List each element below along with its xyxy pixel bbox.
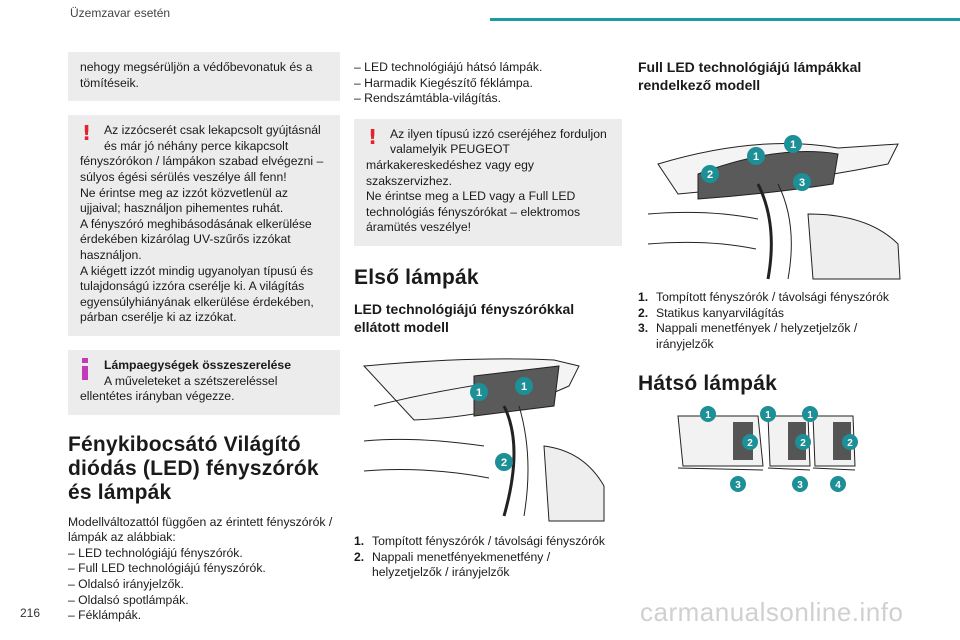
rear-callout: 3 (797, 480, 803, 491)
list-item: – LED technológiájú hátsó lámpák. (354, 60, 543, 74)
list-item: – Harmadik Kiegészítő féklámpa. (354, 75, 533, 90)
warning-box-led: ! Az ilyen típusú izzó cseréjéhez fordul… (354, 118, 622, 246)
svg-text:2: 2 (707, 169, 713, 181)
running-header: Üzemzavar esetén (70, 6, 171, 20)
warning-box-bulbs: ! Az izzócserét csak lekapcsolt gyújtásn… (68, 115, 340, 336)
list-item: – Féklámpák. (68, 608, 142, 623)
callout-1b: 1 (784, 135, 802, 153)
legend-item: 2.Nappali menetfényekmenetfény / helyzet… (354, 549, 551, 580)
header-accent-bar (490, 18, 960, 21)
column-left: nehogy megsérüljön a védőbevonatuk és a … (68, 52, 340, 624)
callout-1a: 1 (470, 382, 488, 401)
continued-note-box: nehogy megsérüljön a védőbevonatuk és a … (68, 52, 340, 102)
list-item: – Full LED technológiájú fényszórók. (68, 561, 266, 576)
watermark: carmanualsonline.info (640, 597, 904, 627)
legend-item: 2.Statikus kanyarvilágítás (638, 305, 785, 320)
warning-body-text: márkakereskedéshez vagy egy szakszervizh… (366, 157, 581, 235)
column-right: Full LED technológiájú lámpákkal rendelk… (638, 58, 910, 502)
legend-item: 3.Nappali menetfények / helyzetjelzők / … (638, 321, 858, 351)
rear-callout: 1 (807, 410, 813, 421)
svg-text:2: 2 (501, 457, 507, 469)
page-number: 216 (20, 606, 41, 620)
rear-callout: 1 (705, 410, 711, 421)
list-item: – Oldalsó irányjelzők. (68, 577, 184, 592)
legend-item: 1.Tompított fényszórók / távolsági fénys… (354, 533, 606, 548)
legend-list-full-led: 1.Tompított fényszórók / távolsági fénys… (638, 290, 910, 352)
info-box-assembly: Lámpaegységek összeszerelése A műveletek… (68, 349, 340, 415)
lamp-type-list-continued: – LED technológiájú hátsó lámpák. – Harm… (354, 60, 622, 107)
column-middle: – LED technológiájú hátsó lámpák. – Harm… (354, 60, 622, 581)
warning-body-text: fényszórókon / lámpákon szabad elvégezni… (80, 154, 324, 325)
rear-callout: 1 (765, 410, 771, 421)
svg-text:1: 1 (521, 381, 527, 393)
section-title-rear-lamps: Hátsó lámpák (638, 372, 777, 396)
list-item: – Rendszámtábla-világítás. (354, 91, 501, 106)
full-led-headlamp-illustration: 1 1 2 3 (647, 135, 901, 280)
subsection-title-led-model: LED technológiájú fényszórókkal ellátott… (354, 300, 575, 335)
svg-text:3: 3 (799, 177, 805, 189)
callout-2: 2 (701, 165, 719, 183)
rear-callout: 3 (735, 480, 741, 491)
info-body-text: ellentétes irányban végezze. (80, 389, 235, 404)
legend-item: 1.Tompított fényszórók / távolsági fénys… (638, 290, 890, 304)
rear-callout: 4 (835, 480, 841, 491)
info-lead-text: A műveleteket a szétszereléssel (104, 373, 278, 388)
warning-icon: ! (82, 121, 92, 146)
callout-1a: 1 (747, 147, 765, 165)
rear-lamps-illustration: 1 1 1 2 2 2 3 3 4 (677, 406, 858, 493)
note-text: nehogy megsérüljön a védőbevonatuk és a … (80, 60, 313, 90)
callout-3: 3 (793, 173, 811, 191)
subsection-title-full-led-model: Full LED technológiájú lámpákkal rendelk… (638, 59, 862, 93)
warning-lead-text: Az izzócserét csak lekapcsolt gyújtásnál… (104, 123, 321, 153)
lamp-type-list: – LED technológiájú fényszórók. – Full L… (68, 546, 340, 624)
svg-text:1: 1 (790, 139, 796, 151)
legend-list-led: 1.Tompított fényszórók / távolsági fénys… (354, 534, 622, 581)
rear-callout: 2 (800, 438, 806, 449)
led-headlamp-illustration: 1 1 2 (362, 358, 605, 522)
callout-1b: 1 (515, 376, 533, 395)
info-title: Lámpaegységek összeszerelése (104, 357, 291, 372)
rear-callout: 2 (847, 438, 853, 449)
intro-text: Modellváltozattól függően az érintett fé… (68, 514, 333, 545)
info-icon (82, 357, 88, 380)
warning-icon: ! (368, 124, 378, 149)
section-title-front-lamps: Első lámpák (354, 265, 479, 289)
rear-callout: 2 (747, 438, 753, 449)
warning-lead-text: Az ilyen típusú izzó cseréjéhez forduljo… (390, 126, 607, 157)
list-item: – LED technológiájú fényszórók. (68, 545, 243, 560)
list-item: – Oldalsó spotlámpák. (68, 592, 189, 607)
svg-text:1: 1 (753, 151, 759, 163)
svg-text:1: 1 (476, 387, 482, 399)
section-title-led: Fénykibocsátó Világító diódás (LED) fény… (68, 432, 319, 504)
callout-2: 2 (495, 452, 513, 471)
